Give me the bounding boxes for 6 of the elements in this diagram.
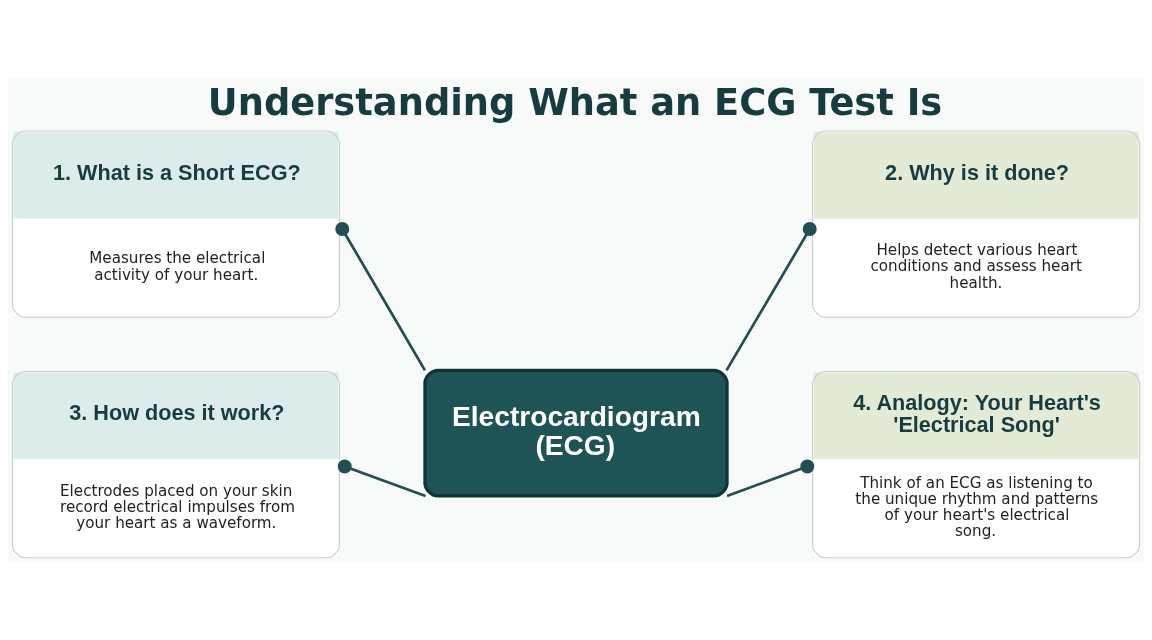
diagram-title: Understanding What an ECG Test Is bbox=[207, 81, 943, 125]
connector bbox=[726, 459, 815, 498]
node-box: Electrocardiogram (ECG) bbox=[423, 368, 729, 498]
connector bbox=[337, 459, 426, 498]
connector bbox=[725, 222, 817, 372]
connector bbox=[335, 222, 427, 372]
